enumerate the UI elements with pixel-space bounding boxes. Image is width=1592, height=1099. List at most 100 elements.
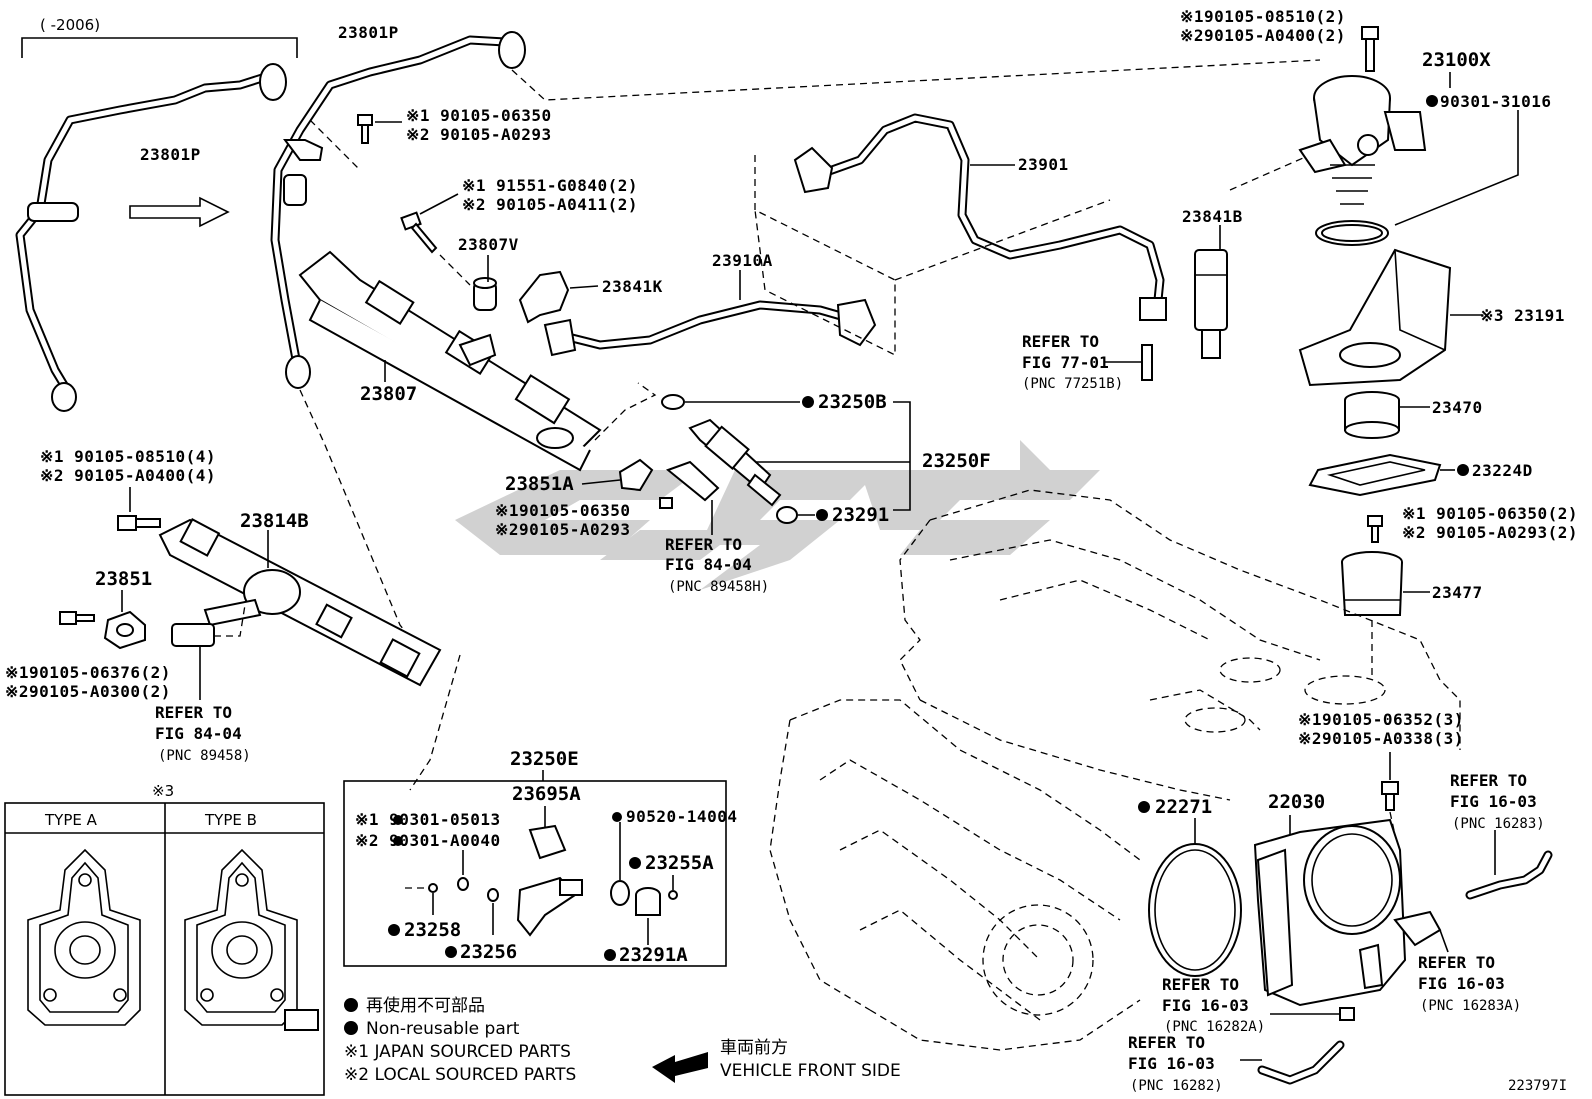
label-23807V: 23807V: [458, 235, 519, 254]
refer-16-03b-l2: FIG 16-03: [1418, 974, 1505, 993]
front-arrow: 車両前方 VEHICLE FRONT SIDE: [652, 1038, 901, 1083]
refer-16-03b-l1: REFER TO: [1418, 953, 1495, 972]
label-23807: 23807: [360, 383, 417, 405]
type-a-label: TYPE A: [44, 811, 98, 829]
bolt-icon: [357, 114, 373, 144]
label-bolt-h2: ※290105-A0338(3): [1298, 729, 1464, 748]
bolt-icon: [1361, 26, 1379, 72]
refer-84-04a-l1: REFER TO: [665, 535, 742, 554]
refer-16-03d-l1: REFER TO: [1128, 1033, 1205, 1052]
label-23291: 23291: [832, 504, 889, 526]
legend-japan: ※1 JAPAN SOURCED PARTS: [344, 1042, 571, 1062]
kit-box-23250E: [343, 780, 727, 967]
front-label-en: VEHICLE FRONT SIDE: [720, 1061, 901, 1081]
type-table-note: ※3: [152, 782, 174, 800]
refer-16-03c-l1: REFER TO: [1162, 975, 1239, 994]
clip-23851A: [618, 458, 654, 492]
refer-84-04a-pnc: (PNC 89458H): [668, 579, 769, 595]
label-23801P-top: 23801P: [338, 23, 399, 42]
direction-arrow: [129, 196, 230, 228]
refer-16-03d-pnc: (PNC 16282): [1130, 1078, 1223, 1094]
refer-84-04b-pnc: (PNC 89458): [158, 748, 251, 764]
label-23256: 23256: [460, 941, 517, 963]
label-22030: 22030: [1268, 791, 1325, 813]
refer-16-03a-l1: REFER TO: [1450, 771, 1527, 790]
label-bolt-g2: ※290105-A0300(2): [5, 682, 171, 701]
refer-16-03b-pnc: (PNC 16283A): [1420, 998, 1521, 1014]
throttle-body-22030: [1253, 818, 1442, 1007]
bracket-23191: [1298, 248, 1452, 387]
refer-16-03a-pnc: (PNC 16283): [1452, 816, 1545, 832]
label-oring-2: ※2 90301-A0040: [355, 831, 501, 850]
bolt-icon: [659, 497, 673, 509]
label-23191: ※3 23191: [1480, 306, 1565, 325]
refer-84-04b-l2: FIG 84-04: [155, 724, 242, 743]
non-reusable-dot: [1138, 801, 1150, 813]
refer-16-03d-l2: FIG 16-03: [1128, 1054, 1215, 1073]
oring-90520: [610, 880, 630, 906]
refer-77-01: REFER TO FIG 77-01 (PNC 77251B): [1022, 332, 1153, 392]
label-23250F: 23250F: [922, 450, 991, 472]
label-23477: 23477: [1432, 583, 1483, 602]
label-23224D: 23224D: [1472, 461, 1533, 480]
label-23258: 23258: [404, 919, 461, 941]
front-label-jp: 車両前方: [720, 1038, 788, 1058]
label-23250B: 23250B: [818, 391, 887, 413]
fuel-rail-23807: [298, 250, 602, 472]
connector-89458: [171, 623, 215, 647]
label-bolt-b2: ※2 90105-A0411(2): [462, 195, 638, 214]
label-bolt-d2: ※2 90105-A0293(2): [1402, 523, 1578, 542]
hose-23910A: [543, 298, 877, 357]
seal-23291A: [635, 887, 661, 916]
legend-local: ※2 LOCAL SOURCED PARTS: [344, 1065, 576, 1085]
label-bolt-a2: ※2 90105-A0293: [406, 125, 552, 144]
refer-84-04a-l2: FIG 84-04: [665, 555, 752, 574]
tube-23801P-old: [15, 63, 287, 412]
non-reusable-dot: [1426, 95, 1438, 107]
label-23910A: 23910A: [712, 251, 773, 270]
delivery-pipe-23814B: [158, 518, 442, 687]
refer-16-03a-l2: FIG 16-03: [1450, 792, 1537, 811]
date-range-label: ( -2006): [40, 16, 100, 34]
label-90301-31016: 90301-31016: [1440, 92, 1551, 111]
label-bolt-f1: ※1 90105-08510(4): [40, 447, 216, 466]
label-23801P-left: 23801P: [140, 145, 201, 164]
non-reusable-dot: [816, 509, 828, 521]
label-23851: 23851: [95, 568, 152, 590]
non-reusable-dot: [445, 946, 457, 958]
gasket-22271: [1148, 843, 1242, 977]
clamp-23841K: [518, 270, 570, 324]
label-23470: 23470: [1432, 398, 1483, 417]
legend-nonreusable-jp: 再使用不可部品: [366, 995, 485, 1016]
label-bolt-b1: ※1 91551-G0840(2): [462, 176, 638, 195]
oring-23250B: [661, 394, 685, 410]
injector-kit: [516, 876, 583, 937]
label-23814B: 23814B: [240, 510, 309, 532]
bolt-icon: [117, 515, 161, 531]
label-bolt-f2: ※2 90105-A0400(4): [40, 466, 216, 485]
injector-23250F: [688, 418, 782, 507]
date-bracket: ( -2006): [21, 16, 298, 58]
label-22271: 22271: [1155, 796, 1212, 818]
fuel-pump-23100X: [1298, 75, 1427, 205]
non-reusable-dot: [604, 949, 616, 961]
gasket-23224D: [1308, 453, 1442, 497]
bolt-icon: [59, 611, 95, 625]
label-bolt-e2: ※290105-A0293: [495, 520, 631, 539]
label-23695A: 23695A: [512, 783, 581, 805]
bolt-icon: [1367, 515, 1383, 543]
label-bolt-c1: ※190105-08510(2): [1180, 7, 1346, 26]
label-23291A: 23291A: [619, 944, 688, 966]
label-23901: 23901: [1018, 155, 1069, 174]
non-reusable-dot: [612, 812, 622, 822]
non-reusable-dot: [629, 857, 641, 869]
svg-text:REFER TO: REFER TO: [1022, 332, 1099, 351]
label-23100X: 23100X: [1422, 49, 1491, 71]
label-23841B: 23841B: [1182, 207, 1243, 226]
hose-16282: [1257, 1007, 1355, 1085]
legend-nonreusable-en: Non-reusable part: [366, 1019, 520, 1039]
spacer-23807V: [473, 277, 497, 311]
clip-23695A: [528, 824, 567, 860]
